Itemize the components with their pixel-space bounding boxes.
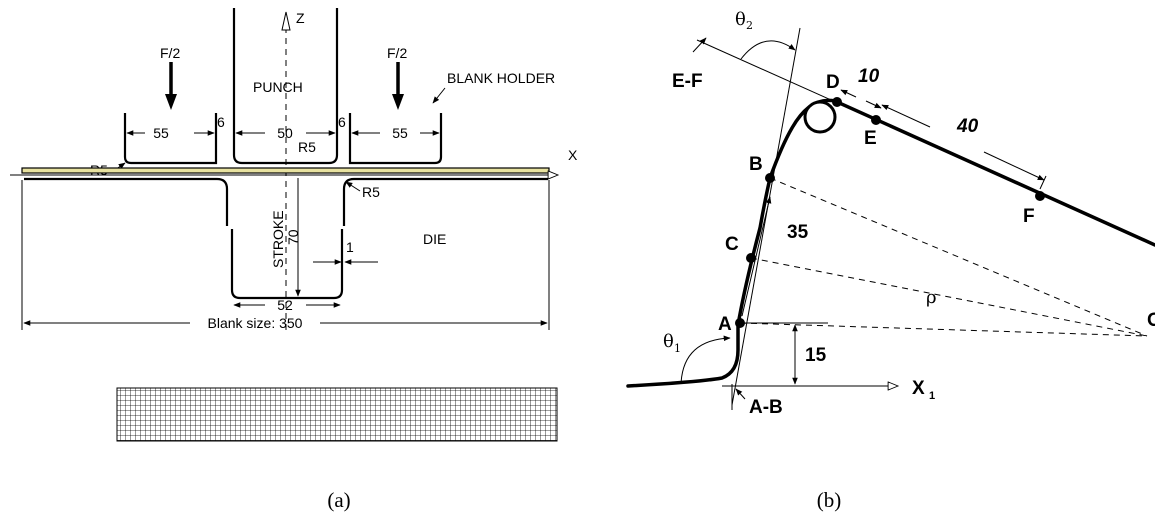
svg-text:55: 55 — [392, 125, 408, 141]
dim-35-label: 35 — [787, 222, 809, 243]
blank-holder-left — [123, 113, 218, 165]
point-e-label: E — [864, 128, 877, 149]
point-a-dot — [735, 318, 745, 328]
x1-axis-sub: 1 — [929, 390, 935, 402]
point-b-label: B — [749, 154, 763, 175]
stroke-value: 70 — [285, 229, 301, 245]
r5-punch-label: R5 — [298, 139, 316, 155]
dim-35-arrow — [741, 196, 772, 317]
dim-55-left: 55 — [126, 125, 215, 141]
blank-holder-leader — [432, 87, 446, 104]
dim-6-left: 6 — [217, 114, 225, 130]
svg-text:55: 55 — [153, 125, 169, 141]
point-e-dot — [871, 115, 881, 125]
point-d-label: D — [826, 72, 840, 93]
punch-outline — [232, 8, 339, 165]
z-axis-label: Z — [296, 10, 305, 26]
section-ab-label: A-B — [749, 397, 783, 418]
caption-b: (b) — [817, 488, 842, 512]
dim-15-label: 15 — [805, 345, 827, 366]
bend-circle — [803, 100, 837, 134]
point-b-dot — [765, 173, 775, 183]
point-o-label: O — [1147, 310, 1155, 331]
x1-axis-label: X — [912, 378, 925, 399]
force-right-arrow-icon — [392, 94, 404, 110]
force-right-label: F/2 — [387, 45, 407, 61]
caption-a: (a) — [327, 488, 350, 512]
force-left-label: F/2 — [160, 45, 180, 61]
section-ef-label: E-F — [672, 71, 703, 92]
dim-10-label: 10 — [858, 66, 880, 87]
point-d-dot — [832, 97, 842, 107]
dim-50: 50 — [235, 125, 336, 141]
dim-52: 52 — [233, 297, 341, 313]
profile-curve — [626, 98, 1155, 388]
point-c-dot — [746, 253, 756, 263]
die-left — [24, 177, 229, 226]
dim-40-label: 40 — [956, 116, 979, 137]
theta1-arc — [680, 335, 731, 385]
dim-55-right: 55 — [351, 125, 440, 141]
blank-holder-label: BLANK HOLDER — [447, 70, 555, 86]
dim-6-right: 6 — [338, 114, 346, 130]
x-axis-label: X — [568, 147, 578, 163]
r5-die-label: R5 — [362, 184, 380, 200]
point-f-dot — [1035, 191, 1045, 201]
theta2-label: θ — [735, 9, 746, 30]
point-c-label: C — [725, 234, 739, 255]
theta2-sub: 2 — [746, 19, 753, 32]
tangent-line — [731, 27, 801, 406]
svg-text:1: 1 — [346, 239, 354, 255]
theta1-sub: 1 — [674, 342, 681, 355]
point-f-label: F — [1023, 206, 1035, 227]
die-right — [342, 177, 548, 226]
svg-text:Blank size: 350: Blank size: 350 — [208, 315, 303, 331]
stroke-label: STROKE — [270, 210, 286, 268]
z-axis-arrow-icon — [281, 11, 291, 31]
svg-text:50: 50 — [277, 125, 293, 141]
panel-b: E-F θ 2 A B C D E F O 10 40 — [626, 9, 1155, 512]
point-a-label: A — [718, 314, 732, 335]
rho-label: ρ — [926, 287, 937, 308]
theta1-label: θ — [663, 331, 674, 352]
dim-blank-size: Blank size: 350 — [21, 180, 550, 331]
force-left-arrow-icon — [165, 94, 177, 110]
blank-sheet — [21, 167, 550, 174]
panel-a: Z PUNCH BLANK HOLDER F/2 F/2 55 6 50 6 — [10, 8, 578, 512]
svg-text:52: 52 — [277, 297, 293, 313]
theta2-arc — [740, 40, 796, 60]
dim-1: 1 — [313, 239, 378, 265]
punch-label: PUNCH — [253, 79, 303, 95]
punch-final-position — [230, 229, 344, 300]
die-label: DIE — [423, 231, 446, 247]
blank-holder-right — [348, 113, 443, 165]
